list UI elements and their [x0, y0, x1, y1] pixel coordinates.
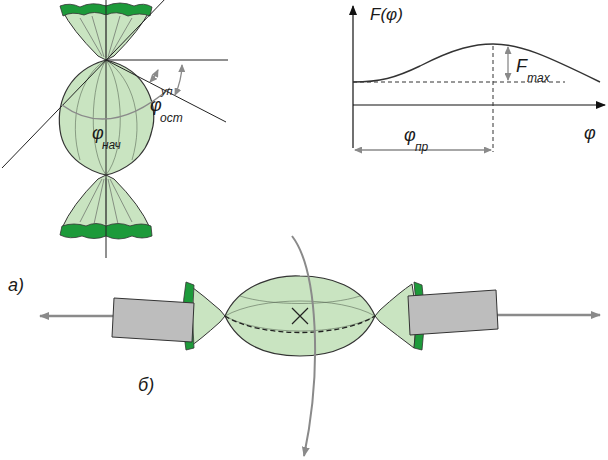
- angle-superscript: уп: [161, 86, 173, 97]
- angle-subscript: ост: [160, 112, 183, 124]
- figure-letter: а): [8, 276, 24, 294]
- axis-label: F(φ): [370, 6, 403, 23]
- angle-symbol: φ: [404, 126, 416, 144]
- angle-subscript: нач: [102, 139, 121, 151]
- figure-letter: б): [138, 376, 154, 394]
- angle-subscript: пр: [415, 141, 428, 153]
- axis-label: φ: [584, 124, 596, 142]
- force-subscript: max: [527, 72, 550, 84]
- angle-symbol: φ: [92, 124, 104, 142]
- angle-symbol: φ: [150, 96, 162, 114]
- force-symbol: F: [516, 57, 527, 75]
